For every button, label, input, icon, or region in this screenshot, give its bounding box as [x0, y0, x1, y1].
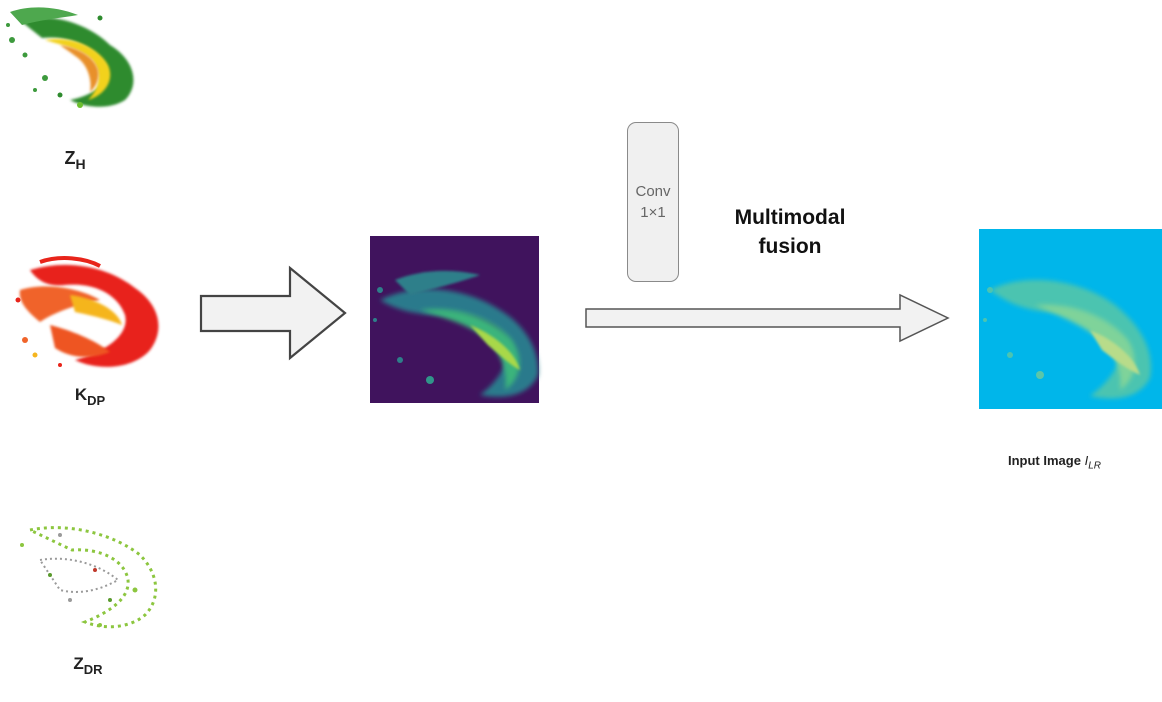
kdp-label: KDP [75, 385, 106, 408]
zh-radar-image [6, 7, 134, 108]
conv-label: Conv [635, 183, 671, 200]
fused-image-pattern [373, 270, 539, 397]
fusion-arrow [585, 293, 950, 343]
fusion-label: Multimodal fusion [702, 203, 878, 261]
kdp-symbol: K [75, 385, 88, 404]
zdr-label: ZDR [73, 654, 103, 677]
output-caption-symbol: ILR [1084, 453, 1101, 472]
zh-label: ZH [64, 148, 85, 172]
output-caption: Input Image ILR [1008, 453, 1101, 472]
zdr-radar-image [20, 526, 158, 629]
output-image-pattern [983, 279, 1151, 399]
kdp-subscript: DP [87, 393, 105, 408]
fusion-label-line2: fusion [758, 235, 822, 258]
zh-symbol: Z [64, 148, 75, 168]
conv-kernel-label: 1×1 [640, 204, 666, 221]
zdr-subscript: DR [84, 662, 103, 677]
output-caption-subscript: LR [1088, 460, 1101, 472]
output-caption-text: Input Image [1008, 453, 1081, 468]
kdp-radar-image [15, 256, 159, 367]
zdr-symbol: Z [73, 654, 83, 673]
zh-subscript: H [75, 156, 85, 172]
conv-1x1-block: Conv 1×1 [627, 122, 679, 282]
fusion-label-line1: Multimodal [734, 206, 846, 229]
stack-arrow [199, 265, 347, 361]
